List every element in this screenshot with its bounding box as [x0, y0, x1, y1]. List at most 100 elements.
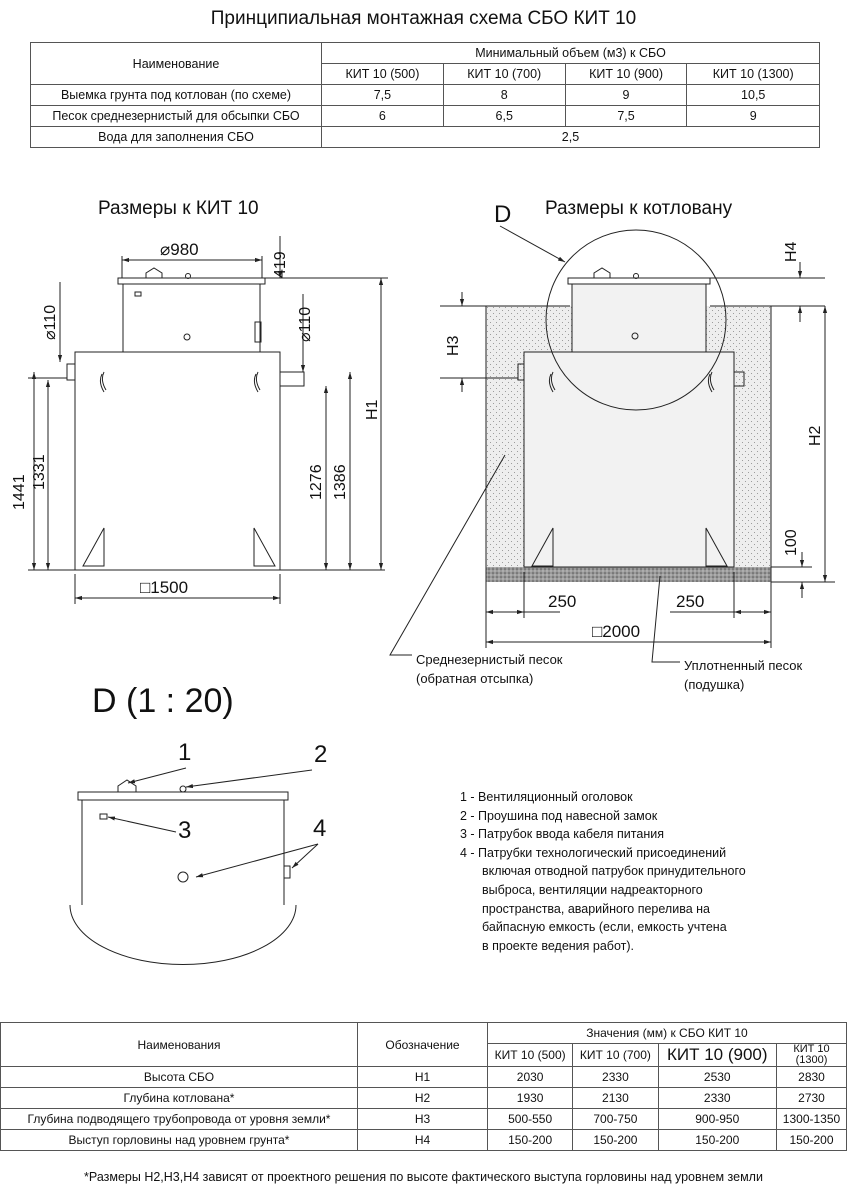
table-row: Песок среднезернистый для обсыпки СБО 6 …: [30, 105, 820, 127]
row-name: Высота СБО: [0, 1066, 358, 1088]
row-name: Выемка грунта под котлован (по схеме): [30, 84, 322, 106]
dim-H1: H1: [364, 399, 381, 420]
neck-lid: [117, 277, 266, 285]
row-name: Песок среднезернистый для обсыпки СБО: [30, 105, 322, 127]
handle-icon: [253, 371, 261, 393]
sand-leader: [389, 454, 506, 656]
cell: 2130: [572, 1087, 659, 1109]
detail-marker-D: D: [494, 201, 511, 228]
callout-3: 3: [178, 817, 191, 844]
row-name: Глубина подводящего трубопровода от уров…: [0, 1108, 358, 1130]
dim-1441: 1441: [11, 474, 28, 510]
row-name: Глубина котлована*: [0, 1087, 358, 1109]
cell: 1930: [486, 1087, 574, 1109]
legend-item: 4 - Патрубки технологический присоединен…: [460, 845, 727, 860]
left-view: Размеры к КИТ 10 ⌀980 419 ⌀110: [11, 198, 388, 604]
dims-col-1300: КИТ 10(1300): [775, 1043, 847, 1067]
dim-100: 100: [783, 529, 800, 556]
pit-cable-port-icon: [631, 332, 639, 340]
legend-item: 1 - Вентиляционный оголовок: [460, 790, 633, 804]
callout-1: 1: [178, 739, 191, 766]
left-dimensions: ⌀980 419 ⌀110 ⌀110 1441 1331 1276 1386 H…: [11, 236, 388, 604]
dims-col-1300-l2: (1300): [795, 1054, 828, 1066]
dims-col-500: КИТ 10 (500): [486, 1043, 574, 1067]
tank-neck: [122, 283, 261, 353]
dim-d110-top: ⌀110: [42, 305, 59, 340]
pit-lock-eye-icon: [633, 273, 639, 279]
cell: 2530: [657, 1066, 777, 1088]
callout-2: 2: [314, 741, 327, 768]
cell: 150-200: [657, 1129, 777, 1151]
dims-table: Наименования Обозначение Значения (мм) к…: [0, 1022, 847, 1151]
cell: 1300-1350: [775, 1108, 847, 1130]
legend: 1 - Вентиляционный оголовок 2 - Проушина…: [460, 788, 746, 955]
dim-1331: 1331: [31, 454, 48, 490]
cell: 2830: [775, 1066, 847, 1088]
installation-drawing: Размеры к КИТ 10 ⌀980 419 ⌀110: [11, 198, 835, 966]
detail-lid: [77, 791, 289, 801]
pad-leader: [651, 575, 680, 663]
detail-vent-head-icon: [117, 779, 137, 792]
pit-neck-lid: [567, 277, 711, 285]
dim-419: 419: [272, 251, 289, 278]
page-title: Принципиальная монтажная схема СБО КИТ 1…: [210, 8, 637, 29]
dims-col-700: КИТ 10 (700): [572, 1043, 659, 1067]
cell: 500-550: [486, 1108, 574, 1130]
cell: 150-200: [572, 1129, 659, 1151]
pit-tank-neck: [571, 283, 707, 353]
right-dimensions: H4 H3 H2 100 250 250 □2000: [440, 241, 835, 648]
note-sand-line2: (обратная отсыпка): [416, 671, 533, 686]
foot-right: [253, 527, 276, 567]
detail-side-nozzle: [283, 865, 291, 879]
cell: 900-950: [657, 1108, 777, 1130]
detail-view: D (1 : 20) 1 2 3 4: [69, 682, 327, 966]
handle-icon: [707, 371, 715, 393]
legend-item: выброса, вентиляции надреакторного: [482, 882, 703, 897]
table-row: Глубина подводящего трубопровода от уров…: [0, 1108, 847, 1130]
pit-foot-left: [531, 527, 554, 567]
left-view-heading: Размеры к КИТ 10: [98, 198, 259, 219]
dim-d110-side: ⌀110: [297, 307, 314, 342]
right-view: Размеры к котловану D H4: [389, 198, 835, 692]
detail-title: D (1 : 20): [92, 682, 234, 720]
dims-col-900: КИТ 10 (900): [657, 1043, 777, 1067]
cell: 700-750: [572, 1108, 659, 1130]
volume-name-header: Наименование: [30, 42, 322, 85]
row-code: H2: [357, 1087, 488, 1109]
foot-left-inner: [90, 540, 105, 567]
volume-table: Наименование Минимальный объем (м3) к СБ…: [30, 42, 820, 148]
row-code: H1: [357, 1066, 488, 1088]
pit-foot-right: [705, 527, 728, 567]
cell: 150-200: [775, 1129, 847, 1151]
inlet-pipe: [66, 363, 76, 381]
dim-1276: 1276: [308, 464, 325, 500]
note-pad-line1: Уплотненный песок: [684, 658, 802, 673]
sand-pad: [486, 567, 771, 582]
dim-250-right: 250: [676, 592, 704, 611]
dim-H4: H4: [783, 241, 800, 262]
table-row: Выемка грунта под котлован (по схеме) 7,…: [30, 84, 820, 106]
dim-d980: ⌀980: [160, 240, 199, 259]
dims-name-header: Наименования: [0, 1022, 358, 1067]
volume-col-1300: КИТ 10 (1300): [686, 63, 820, 85]
dim-1386: 1386: [332, 464, 349, 500]
cell: 2330: [572, 1066, 659, 1088]
row-code: H3: [357, 1108, 488, 1130]
row-name: Выступ горловины над уровнем грунта*: [0, 1129, 358, 1151]
dims-group-header: Значения (мм) к СБО КИТ 10: [487, 1022, 847, 1044]
detail-lock-eye-icon: [179, 785, 187, 793]
cable-port-icon: [183, 333, 191, 341]
pit-inlet-pipe: [517, 363, 525, 381]
detail-round-port-icon: [177, 871, 189, 883]
cell: 2730: [775, 1087, 847, 1109]
dims-col-1300-l1: КИТ 10: [793, 1043, 830, 1055]
dim-2000: □2000: [592, 622, 640, 641]
dim-H2: H2: [807, 425, 824, 446]
table-row: Глубина котлована* H2 1930 2130 2330 273…: [0, 1087, 847, 1109]
handle-icon: [548, 371, 556, 393]
legend-item: 2 - Проушина под навесной замок: [460, 808, 658, 823]
cell: 2330: [657, 1087, 777, 1109]
legend-item: байпасную емкость (если, емкость учтена: [482, 920, 727, 935]
pit-vent-head-icon: [593, 267, 611, 278]
handle-icon: [99, 371, 107, 393]
